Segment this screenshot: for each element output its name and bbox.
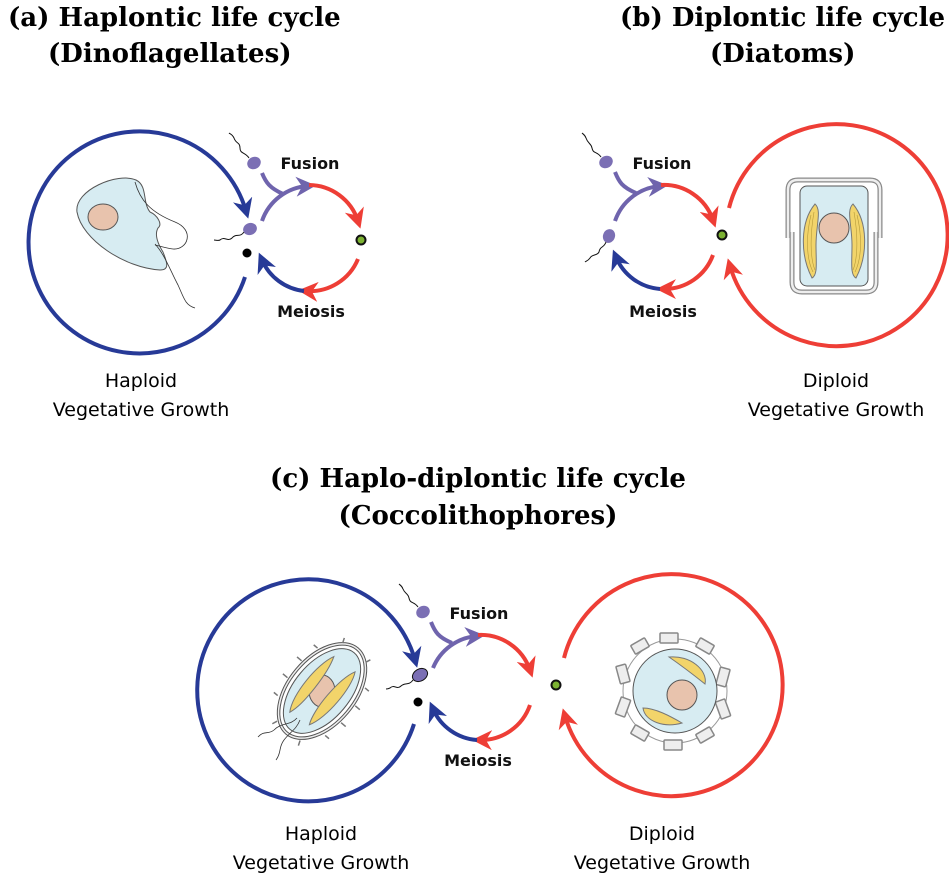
gamete-icon bbox=[213, 222, 257, 241]
panel-c-title: (c) Haplo-diplontic life cycle bbox=[270, 464, 686, 494]
meiosis-arc-haploid bbox=[428, 701, 478, 742]
meiosis-arc-haploid bbox=[611, 249, 661, 291]
fusion-arc bbox=[260, 176, 316, 222]
zygote-arc bbox=[477, 632, 536, 678]
haploid-growth-label: Vegetative Growth bbox=[233, 852, 410, 874]
zygote-dot bbox=[550, 679, 562, 691]
panel-a: (a) Haplontic life cycle (Dinoflagellate… bbox=[8, 3, 367, 421]
gamete-join-line bbox=[613, 171, 637, 195]
gamete-join-line bbox=[429, 621, 453, 645]
panel-b-title: (b) Diplontic life cycle bbox=[620, 3, 945, 33]
haploid-cell-dot bbox=[242, 248, 252, 258]
growth-label: Vegetative Growth bbox=[53, 399, 230, 421]
gamete-icon bbox=[385, 667, 429, 690]
holococcolithophore-icon bbox=[271, 637, 371, 746]
haploid-label: Haploid bbox=[285, 823, 357, 845]
panel-b: (b) Diplontic life cycle (Diatoms) bbox=[581, 3, 949, 421]
panel-a-title: (a) Haplontic life cycle bbox=[8, 3, 341, 33]
diploid-label: Diploid bbox=[629, 823, 695, 845]
gamete-icon bbox=[398, 583, 430, 619]
diploid-growth-loop bbox=[723, 122, 949, 349]
haploid-growth-loop bbox=[26, 129, 253, 356]
meiosis-arc-diploid bbox=[472, 704, 532, 751]
meiosis-arc-diploid bbox=[656, 254, 715, 300]
zygote-dot bbox=[355, 234, 367, 246]
gamete-icon bbox=[228, 132, 261, 170]
haploid-cell-dot bbox=[413, 697, 423, 707]
fusion-arc bbox=[431, 626, 485, 669]
flagella-icon bbox=[257, 717, 301, 761]
diatom-icon bbox=[785, 177, 883, 295]
haploid-growth-loop bbox=[195, 577, 422, 804]
meiosis-label: Meiosis bbox=[629, 302, 697, 321]
panel-a-subtitle: (Dinoflagellates) bbox=[48, 39, 292, 69]
zygote-arc bbox=[660, 182, 719, 228]
growth-label: Vegetative Growth bbox=[748, 399, 925, 421]
gamete-icon bbox=[581, 132, 613, 169]
fusion-label: Fusion bbox=[450, 604, 509, 623]
fusion-label: Fusion bbox=[281, 154, 340, 173]
phase-label: Diploid bbox=[803, 370, 869, 392]
meiosis-arc-haploid bbox=[257, 252, 305, 293]
meiosis-label: Meiosis bbox=[277, 302, 345, 321]
meiosis-arc-diploid bbox=[298, 258, 360, 302]
meiosis-label: Meiosis bbox=[444, 751, 512, 770]
gamete-join-line bbox=[260, 172, 284, 196]
panel-c-subtitle: (Coccolithophores) bbox=[339, 501, 618, 531]
diploid-growth-loop bbox=[558, 572, 785, 799]
fusion-arc bbox=[613, 177, 668, 222]
dinoflagellate-icon bbox=[76, 177, 196, 309]
phase-label: Haploid bbox=[105, 370, 177, 392]
heterococcolithophore-icon bbox=[614, 632, 732, 751]
panel-b-subtitle: (Diatoms) bbox=[710, 39, 855, 69]
zygote-arc bbox=[308, 183, 364, 229]
fusion-label: Fusion bbox=[633, 154, 692, 173]
gamete-icon bbox=[584, 229, 616, 263]
panel-c: (c) Haplo-diplontic life cycle (Coccolit… bbox=[195, 464, 785, 874]
diploid-growth-label: Vegetative Growth bbox=[574, 852, 751, 874]
zygote-dot bbox=[716, 229, 728, 241]
